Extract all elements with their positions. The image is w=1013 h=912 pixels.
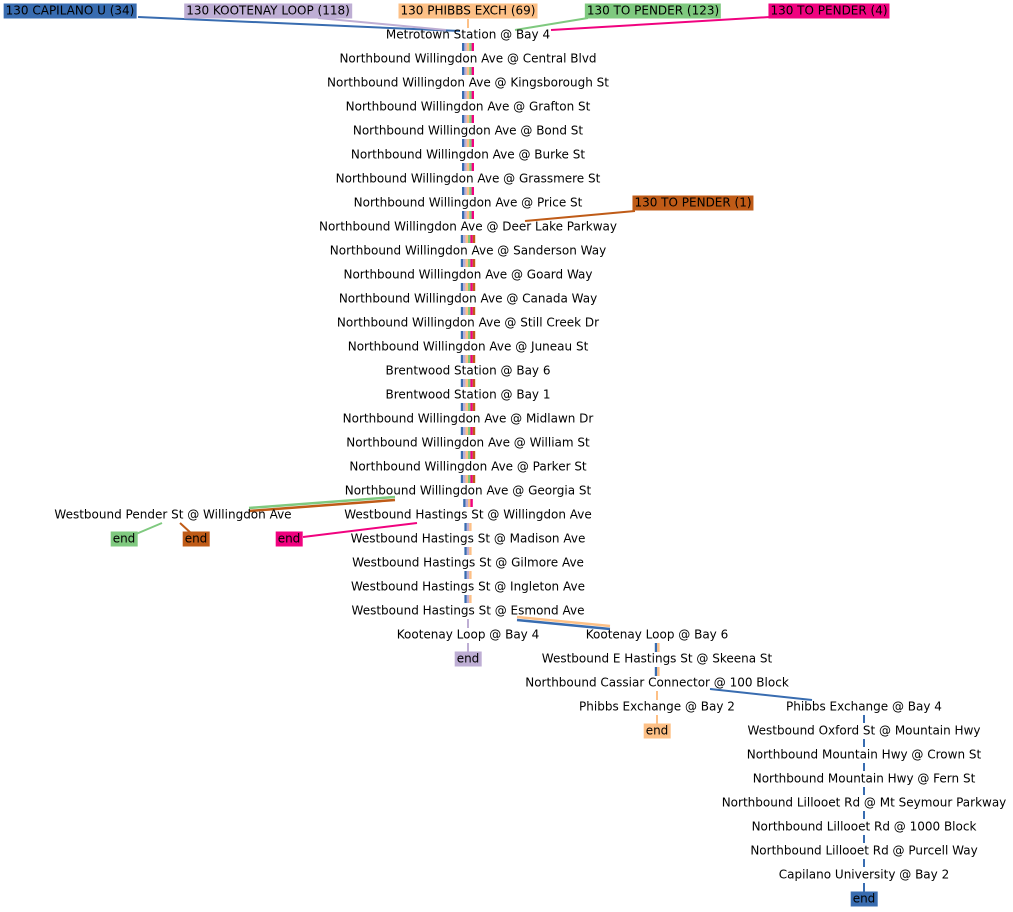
stop-willingdon-central-blvd: Northbound Willingdon Ave @ Central Blvd (339, 51, 597, 66)
stop-pender-willingdon: Westbound Pender St @ Willingdon Ave (54, 507, 292, 522)
stop-kootenay-loop-bay-4: Kootenay Loop @ Bay 4 (396, 627, 540, 642)
stop-metrotown-bay-4: Metrotown Station @ Bay 4 (385, 27, 551, 42)
edge-capilano-bay6 (516, 618, 611, 631)
edge-kootenay-start (317, 17, 447, 31)
stop-willingdon-deer-lake: Northbound Willingdon Ave @ Deer Lake Pa… (318, 219, 618, 234)
stop-lillooet-1000-block: Northbound Lillooet Rd @ 1000 Block (751, 819, 977, 834)
stop-willingdon-bond: Northbound Willingdon Ave @ Bond St (352, 123, 584, 138)
edge-pender123-end (135, 522, 163, 535)
stop-willingdon-parker: Northbound Willingdon Ave @ Parker St (349, 459, 587, 474)
edge-pender123-branch (248, 495, 396, 510)
stop-hastings-willingdon: Westbound Hastings St @ Willingdon Ave (344, 507, 592, 522)
stop-brentwood-bay-6: Brentwood Station @ Bay 6 (385, 363, 551, 378)
route-label-to-pender-123: 130 TO PENDER (123) (584, 3, 722, 19)
stop-willingdon-kingsborough: Northbound Willingdon Ave @ Kingsborough… (327, 75, 609, 90)
stop-willingdon-midlawn: Northbound Willingdon Ave @ Midlawn Dr (342, 411, 594, 426)
edge-phibbs-bay6 (516, 615, 611, 628)
edge-pender123-start (514, 17, 589, 31)
stop-willingdon-sanderson: Northbound Willingdon Ave @ Sanderson Wa… (329, 243, 607, 258)
stop-willingdon-william: Northbound Willingdon Ave @ William St (346, 435, 590, 450)
stop-mountain-hwy-crown: Northbound Mountain Hwy @ Crown St (746, 747, 982, 762)
stop-cassiar-connector-100-block: Northbound Cassiar Connector @ 100 Block (525, 675, 789, 690)
route-label-kootenay-loop: 130 KOOTENAY LOOP (118) (184, 3, 352, 19)
stop-brentwood-bay-1: Brentwood Station @ Bay 1 (385, 387, 551, 402)
stop-hastings-ingleton: Westbound Hastings St @ Ingleton Ave (351, 579, 585, 594)
stop-willingdon-canada-way: Northbound Willingdon Ave @ Canada Way (338, 291, 598, 306)
edge-capilano-bay4 (709, 688, 813, 701)
stop-capilano-university-bay-2: Capilano University @ Bay 2 (778, 867, 950, 882)
stop-willingdon-grafton: Northbound Willingdon Ave @ Grafton St (345, 99, 591, 114)
stop-oxford-mountain-hwy: Westbound Oxford St @ Mountain Hwy (747, 723, 981, 738)
stop-willingdon-juneau: Northbound Willingdon Ave @ Juneau St (347, 339, 589, 354)
edge-pender1-start (524, 210, 636, 222)
end-marker-phibbs-exch: end (643, 723, 671, 739)
end-marker-to-pender-1: end (182, 531, 210, 547)
end-marker-to-pender-4: end (275, 531, 303, 547)
stop-willingdon-georgia: Northbound Willingdon Ave @ Georgia St (344, 483, 592, 498)
route-label-to-pender-4: 130 TO PENDER (4) (768, 3, 890, 19)
end-marker-capilano-u: end (850, 891, 878, 907)
stop-hastings-esmond: Westbound Hastings St @ Esmond Ave (351, 603, 585, 618)
edge-pender1-branch (248, 498, 396, 513)
stop-lillooet-purcell: Northbound Lillooet Rd @ Purcell Way (750, 843, 978, 858)
end-marker-kootenay-loop: end (454, 651, 482, 667)
route-label-capilano-u: 130 CAPILANO U (34) (3, 3, 137, 19)
end-marker-to-pender-123: end (110, 531, 138, 547)
stop-willingdon-goard: Northbound Willingdon Ave @ Goard Way (343, 267, 593, 282)
stop-willingdon-burke: Northbound Willingdon Ave @ Burke St (350, 147, 586, 162)
stop-phibbs-bay-4: Phibbs Exchange @ Bay 4 (786, 699, 942, 714)
stop-hastings-gilmore: Westbound Hastings St @ Gilmore Ave (352, 555, 584, 570)
route-label-phibbs-exch: 130 PHIBBS EXCH (69) (398, 3, 538, 19)
edge-pender4-start (550, 16, 771, 31)
edge-pender4-end (302, 522, 418, 538)
stop-e-hastings-skeena: Westbound E Hastings St @ Skeena St (541, 651, 773, 666)
stop-phibbs-bay-2: Phibbs Exchange @ Bay 2 (579, 699, 735, 714)
stop-mountain-hwy-fern: Northbound Mountain Hwy @ Fern St (752, 771, 976, 786)
stop-kootenay-loop-bay-6: Kootenay Loop @ Bay 6 (585, 627, 729, 642)
stop-hastings-madison: Westbound Hastings St @ Madison Ave (350, 531, 586, 546)
edge-capilano-start (137, 16, 461, 32)
stop-lillooet-mt-seymour: Northbound Lillooet Rd @ Mt Seymour Park… (721, 795, 1007, 810)
route-label-to-pender-1: 130 TO PENDER (1) (632, 195, 754, 211)
stop-willingdon-grassmere: Northbound Willingdon Ave @ Grassmere St (335, 171, 601, 186)
stop-willingdon-still-creek: Northbound Willingdon Ave @ Still Creek … (336, 315, 600, 330)
stop-willingdon-price: Northbound Willingdon Ave @ Price St (353, 195, 583, 210)
